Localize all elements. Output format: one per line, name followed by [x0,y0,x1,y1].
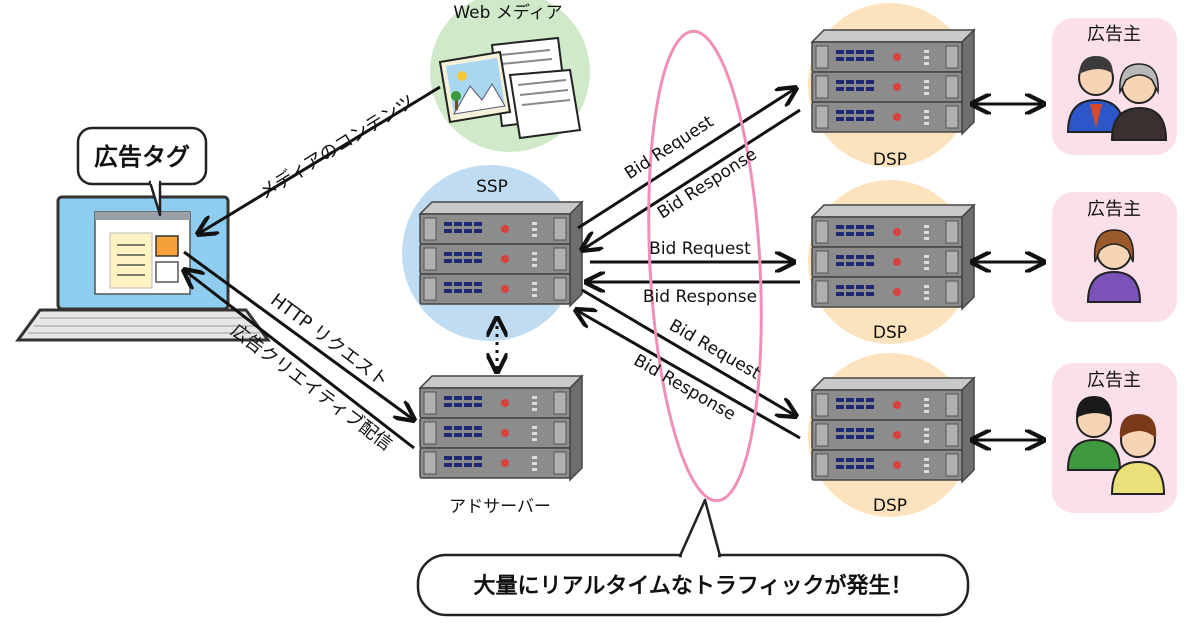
http-request-arrow [183,250,414,420]
dsp-label-3: DSP [873,496,907,516]
bid-response-arrow-3 [576,310,801,440]
web-media-label: Web メディア [453,2,562,23]
ad-server-label: アドサーバー [449,497,551,517]
ad-slot [155,235,179,257]
bid-request-arrow-1 [577,88,796,230]
advertiser-person-icon-2 [1086,229,1142,303]
dsp-label-1: DSP [873,150,907,170]
traffic-ellipse [647,29,763,503]
dsp-label-2: DSP [873,323,907,343]
media-contents-label: メディアのコンテンツ [256,91,419,204]
bid-response-label-2: Bid Response [643,287,757,307]
ssp-label: SSP [476,177,508,197]
ad-tag-bubble [76,126,208,217]
dsp-server-icon-3 [812,378,974,482]
dsp-server-icon-2 [812,205,974,309]
advertiser-people-icon-1 [1066,56,1168,141]
advertiser-label-2: 広告主 [1087,199,1141,220]
ssp-server-icon [420,202,582,306]
bid-response-arrow-1 [582,108,801,250]
advertiser-label-3: 広告主 [1087,370,1141,391]
ad-tag-label: 広告タグ [94,143,190,171]
traffic-note: 大量にリアルタイムなトラフィックが発生！ [474,573,913,599]
creative-delivery-arrow [184,270,415,450]
dsp-server-icon-1 [812,30,974,134]
advertiser-label-1: 広告主 [1087,24,1141,45]
laptop-icon [15,195,271,342]
bid-request-arrow-3 [581,288,796,416]
advertiser-people-icon-3 [1066,396,1166,495]
traffic-callout [416,498,970,617]
ad-server-icon [420,376,582,480]
document-icon [490,36,582,140]
picture-icon [438,50,512,124]
bid-request-label-2: Bid Request [649,239,751,259]
contents-arrow [198,85,441,234]
